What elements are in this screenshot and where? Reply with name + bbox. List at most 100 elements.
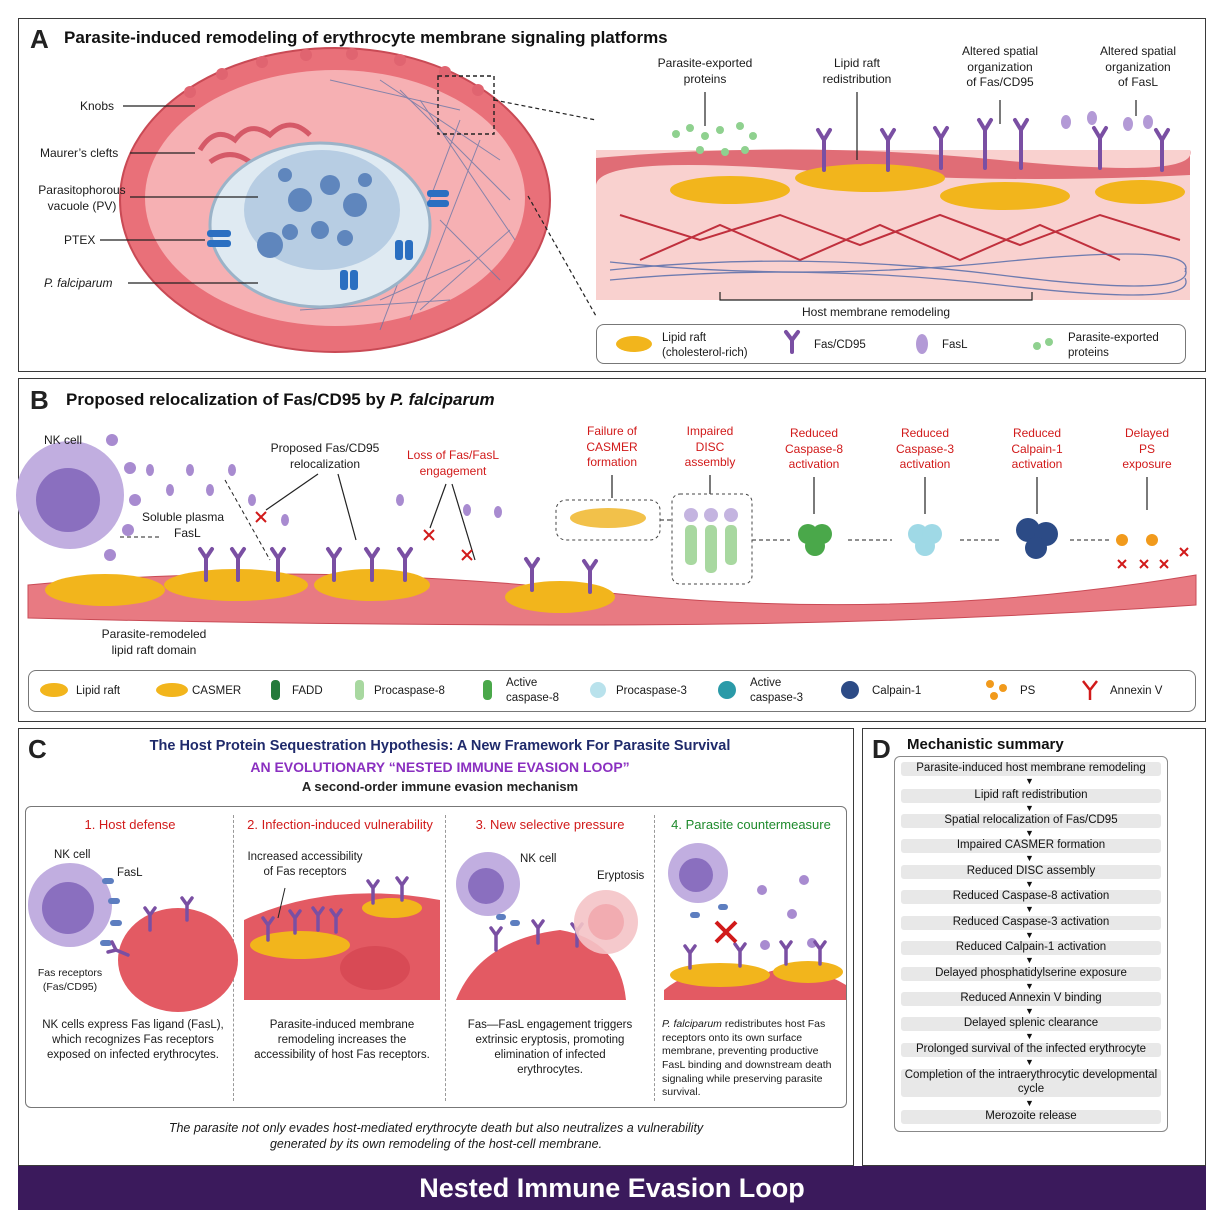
- legend-b-ps: PS: [1020, 685, 1036, 697]
- summary-step: Prolonged survival of the infected eryth…: [901, 1043, 1161, 1057]
- label-ps-line2: PS: [1138, 441, 1155, 456]
- legend-b-calpain: Calpain-1: [872, 685, 922, 697]
- label-casp3-line2: Caspase-3: [895, 441, 955, 456]
- label-raft-line2: redistribution: [822, 71, 892, 86]
- legend-a-raft-line2: (cholesterol-rich): [662, 346, 748, 359]
- panel-a-letter: A: [30, 24, 49, 54]
- summary-step: Reduced Calpain-1 activation: [901, 941, 1161, 955]
- label-casp3-line1: Reduced: [900, 426, 950, 440]
- card4-head: 4. Parasite countermeasure: [671, 817, 831, 832]
- card1-fasl-label: FasL: [117, 867, 143, 879]
- label-fas-line2: organization: [967, 59, 1033, 74]
- label-soluble-line2: FasL: [174, 525, 201, 540]
- label-impaired-disc: Impaired DISC assembly: [665, 424, 755, 471]
- panel-d-flow-box: [894, 756, 1168, 1132]
- panel-b-illustration: [16, 434, 1197, 626]
- label-loss-line1: Loss of Fas/FasL: [406, 448, 500, 462]
- label-maurers-clefts: Maurer’s clefts: [40, 146, 119, 160]
- label-calpain-line1: Reduced: [1012, 426, 1062, 440]
- summary-step: Reduced Caspase-8 activation: [901, 890, 1161, 904]
- label-altered-fas: Altered spatial organization of Fas/CD95: [948, 44, 1052, 91]
- card2-inc-line1: Increased accessibility: [247, 851, 363, 863]
- card3-text: Fas—FasL engagement triggers extrinsic e…: [467, 1019, 633, 1076]
- summary-step: Delayed phosphatidylserine exposure: [901, 967, 1161, 981]
- label-delayed-ps: Delayed PS exposure: [1105, 426, 1189, 473]
- legend-a-raft-line1: Lipid raft: [662, 332, 707, 344]
- card2-text: Parasite-induced membrane remodeling inc…: [254, 1019, 430, 1061]
- panel-a-legend: [596, 324, 1186, 364]
- panel-c-footer-line1: The parasite not only evades host-mediat…: [168, 1121, 704, 1135]
- label-host-membrane-remodeling: Host membrane remodeling: [802, 305, 951, 319]
- label-ps-line3: exposure: [1122, 457, 1172, 472]
- label-raft-redistribution: Lipid raft redistribution: [805, 56, 909, 87]
- summary-step: Completion of the intraerythrocytic deve…: [901, 1069, 1161, 1097]
- panel-c-footer: The parasite not only evades host-mediat…: [30, 1120, 842, 1153]
- label-domain-line1: Parasite-remodeled: [101, 627, 207, 641]
- summary-step: Reduced DISC assembly: [901, 865, 1161, 879]
- legend-a-exported-line2: proteins: [1068, 346, 1109, 359]
- card4-text: P. falciparum redistributes host Fas rec…: [662, 1018, 844, 1100]
- summary-step: Spatial relocalization of Fas/CD95: [901, 814, 1161, 828]
- panel-c-inner-box: [25, 806, 847, 1108]
- label-ptex: PTEX: [64, 233, 96, 247]
- panel-c-title: The Host Protein Sequestration Hypothesi…: [149, 738, 731, 754]
- label-casp8-line1: Reduced: [789, 426, 839, 440]
- card2-inc-line2: of Fas receptors: [263, 865, 347, 878]
- summary-arrow-icon: ▼: [1025, 1006, 1034, 1016]
- card1-head: 1. Host defense: [84, 817, 176, 832]
- summary-arrow-icon: ▼: [1025, 955, 1034, 965]
- summary-step: Merozoite release: [901, 1110, 1161, 1124]
- panel-d-title: Mechanistic summary: [907, 736, 1064, 753]
- panel-b-title-text: Proposed relocalization of Fas/CD95 by: [66, 390, 391, 409]
- legend-b-active3-line2: caspase-3: [750, 691, 804, 704]
- legend-a-raft: Lipid raft (cholesterol-rich): [662, 331, 748, 361]
- card2-inc-label: Increased accessibility of Fas receptors: [240, 850, 370, 880]
- summary-step: Impaired CASMER formation: [901, 839, 1161, 853]
- label-pv: Parasitophorous vacuole (PV): [34, 183, 130, 214]
- summary-step: Reduced Caspase-3 activation: [901, 916, 1161, 930]
- label-loss-line2: engagement: [419, 463, 487, 478]
- label-impaired-line3: assembly: [684, 455, 736, 470]
- legend-a-exported-line1: Parasite-exported: [1068, 332, 1159, 344]
- summary-arrow-icon: ▼: [1025, 828, 1034, 838]
- summary-arrow-icon: ▼: [1025, 981, 1034, 991]
- summary-arrow-icon: ▼: [1025, 1098, 1034, 1108]
- panel-a-legend-icons: [616, 330, 1053, 354]
- divider-2: [445, 815, 446, 1101]
- panel-b: [18, 378, 1206, 722]
- card1-text: NK cells express Fas ligand (FasL), whic…: [42, 1019, 224, 1061]
- legend-b-active8-line1: Active: [506, 677, 538, 689]
- label-impaired-line2: DISC: [695, 439, 725, 454]
- legend-b-active3: Active caspase-3: [750, 676, 803, 706]
- label-exported-line2: proteins: [683, 71, 727, 86]
- panel-d-letter: D: [872, 734, 891, 764]
- label-altered-fasl: Altered spatial organization of FasL: [1086, 44, 1190, 91]
- legend-b-procasp8: Procaspase-8: [374, 685, 445, 697]
- legend-b-active8-line2: caspase-8: [506, 691, 560, 704]
- label-domain-line2: lipid raft domain: [111, 642, 197, 657]
- label-reduced-calpain: Reduced Calpain-1 activation: [987, 426, 1087, 473]
- label-proposed-line2: relocalization: [289, 456, 361, 471]
- legend-b-active3-line1: Active: [750, 677, 782, 689]
- summary-arrow-icon: ▼: [1025, 853, 1034, 863]
- label-loss-engagement: Loss of Fas/FasL engagement: [398, 448, 508, 479]
- card2-head: 2. Infection-induced vulnerability: [247, 817, 433, 832]
- label-failure-casmer: Failure of CASMER formation: [567, 424, 657, 471]
- label-exported-line1: Parasite-exported: [657, 56, 753, 70]
- summary-arrow-icon: ▼: [1025, 930, 1034, 940]
- label-parasite-exported: Parasite-exported proteins: [650, 56, 760, 87]
- panel-b-title: Proposed relocalization of Fas/CD95 by P…: [66, 390, 495, 410]
- legend-b-active8: Active caspase-8: [506, 676, 559, 706]
- label-soluble-fasl: Soluble plasma FasL: [142, 510, 224, 541]
- panel-c-subsubtitle: A second-order immune evasion mechanism: [301, 779, 579, 794]
- summary-arrow-icon: ▼: [1025, 904, 1034, 914]
- banner-text: Nested Immune Evasion Loop: [419, 1173, 805, 1203]
- label-fasl-line1: Altered spatial: [1099, 44, 1177, 58]
- label-ps-line1: Delayed: [1124, 426, 1170, 440]
- panel-b-legend-icons: [40, 680, 1098, 700]
- panel-c-footer-line2: generated by its own remodeling of the h…: [269, 1137, 603, 1152]
- summary-arrow-icon: ▼: [1025, 776, 1034, 786]
- label-reduced-caspase8: Reduced Caspase-8 activation: [764, 426, 864, 473]
- legend-b-fadd: FADD: [292, 685, 323, 697]
- label-knobs: Knobs: [80, 99, 115, 113]
